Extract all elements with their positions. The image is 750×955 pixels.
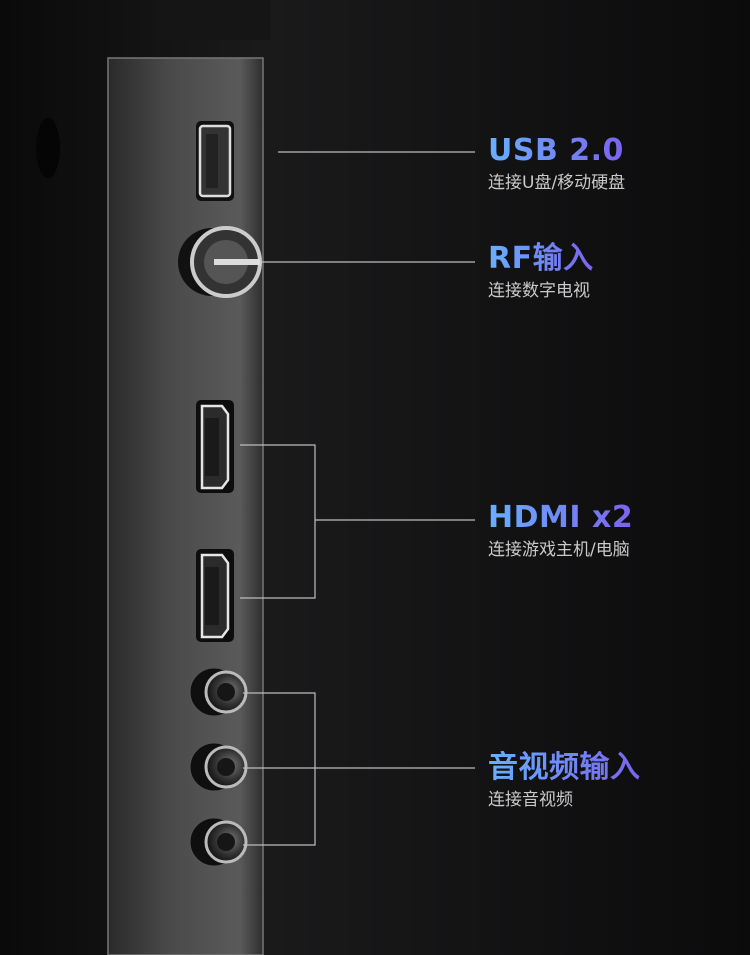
rf-title: RF输入 bbox=[488, 241, 594, 276]
av-label: 音视频输入 连接音视频 bbox=[488, 751, 641, 811]
rca-port-1-icon bbox=[189, 667, 248, 717]
leader-lines bbox=[240, 151, 475, 846]
hdmi-title: HDMI x2 bbox=[488, 500, 634, 535]
usb-port-icon bbox=[196, 121, 234, 201]
usb-subtitle: 连接U盘/移动硬盘 bbox=[488, 173, 626, 193]
av-title: 音视频输入 bbox=[488, 750, 641, 785]
usb-label: USB 2.0 连接U盘/移动硬盘 bbox=[488, 134, 625, 194]
rca-port-2-icon bbox=[189, 742, 248, 792]
hdmi-port-2-icon bbox=[196, 549, 234, 642]
hdmi-label: HDMI x2 连接游戏主机/电脑 bbox=[488, 501, 633, 561]
rf-subtitle: 连接数字电视 bbox=[488, 281, 590, 301]
side-hole bbox=[36, 118, 60, 178]
hdmi-subtitle: 连接游戏主机/电脑 bbox=[488, 540, 630, 560]
usb-title: USB 2.0 bbox=[488, 133, 624, 168]
hdmi-port-1-icon bbox=[196, 400, 234, 493]
av-subtitle: 连接音视频 bbox=[488, 790, 573, 810]
rf-label: RF输入 连接数字电视 bbox=[488, 242, 594, 302]
rf-port-icon bbox=[178, 226, 262, 298]
port-panel bbox=[107, 57, 264, 955]
rca-port-3-icon bbox=[189, 817, 248, 867]
